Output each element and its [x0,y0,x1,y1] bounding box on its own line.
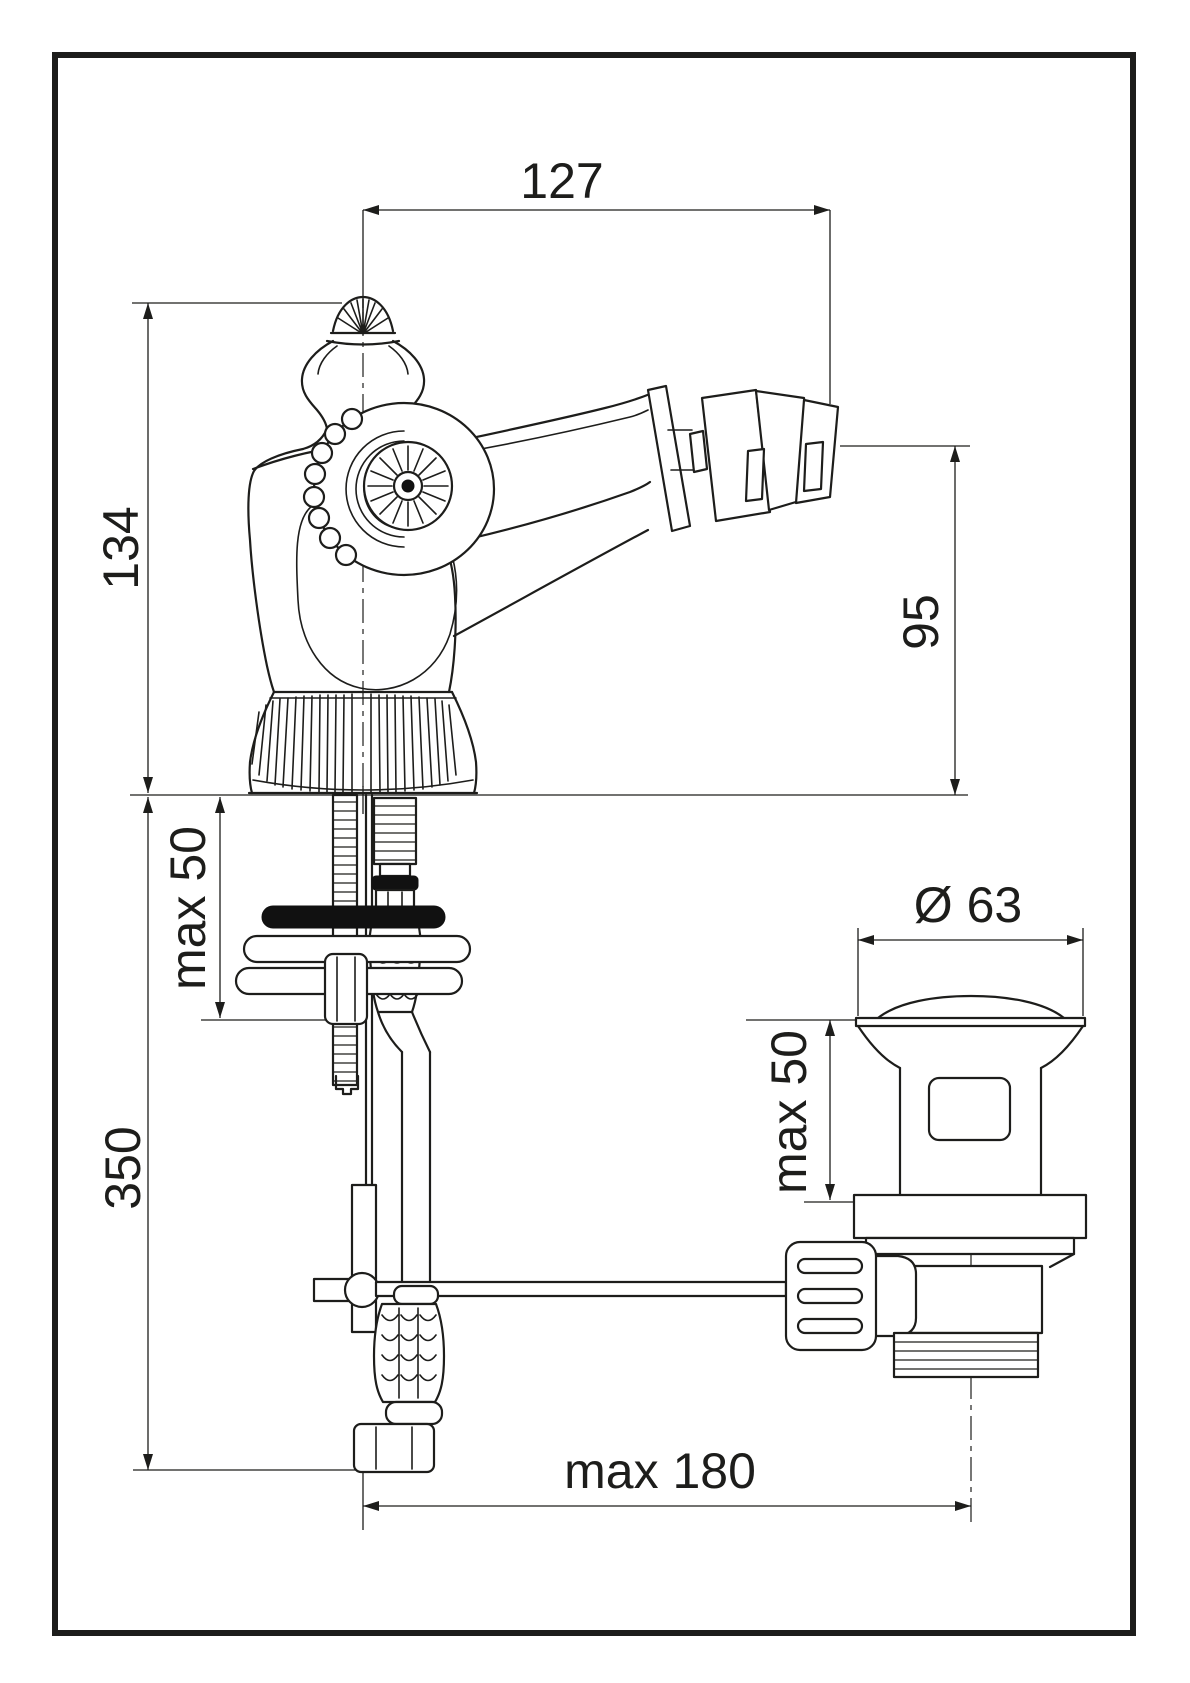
hose-end-nut [352,1422,436,1474]
dimension-spout-reach: 127 [363,153,830,215]
dim-label-max50-waste: max 50 [761,1030,817,1194]
fixing-nut [323,952,369,1026]
dimension-body-height: 134 [93,303,153,793]
rubber-washer [261,905,446,929]
rod-guide [350,1183,378,1334]
waste-plug-dome [876,994,1066,1020]
dim-label-350: 350 [95,1126,151,1209]
dim-label-134: 134 [93,506,149,589]
dim-label-95: 95 [893,594,949,650]
hose-oring [371,875,419,891]
dimension-waste-flange-diameter: Ø 63 [858,877,1083,945]
hose-nut [372,796,418,866]
waste-locknut [852,1193,1088,1240]
dim-label-127: 127 [520,153,603,209]
waste-assembly [784,994,1088,1379]
spout-aerator [646,384,840,533]
dimension-outlet-height: 95 [893,446,960,795]
handle-knob [302,401,496,577]
spout-flange [646,384,692,533]
dim-label-max50-front: max 50 [160,826,216,990]
waste-flange [854,1016,1087,1028]
dimension-waste-offset: max 180 [363,1443,971,1511]
dimension-deck-thickness-waste: max 50 [761,1020,835,1200]
drawing-border [52,52,1136,1636]
pop-up-linkage [312,1183,788,1334]
ball-joint [343,1271,381,1309]
dimension-supply-hose-length: 350 [95,797,153,1470]
flexible-hose-lower [352,1284,446,1474]
fixing-hardware [234,793,472,1288]
dimension-deck-thickness-front: max 50 [160,797,225,1018]
dim-label-max180: max 180 [564,1443,756,1499]
dim-label-d63: Ø 63 [914,877,1022,933]
overflow-port [927,1076,1012,1142]
waste-outlet-thread [892,1331,1040,1379]
